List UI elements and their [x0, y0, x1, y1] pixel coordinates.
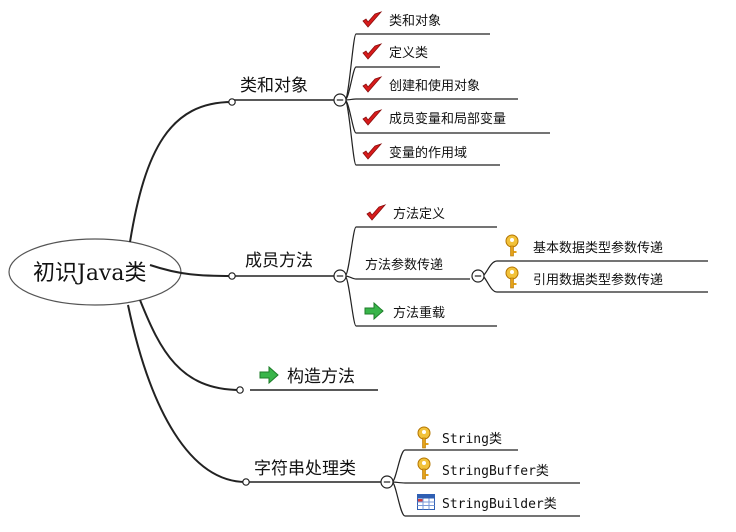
- root-topic-label[interactable]: 初识Java类: [33, 261, 147, 286]
- root-connector: [127, 304, 247, 483]
- leaf-label[interactable]: 引用数据类型参数传递: [533, 273, 664, 288]
- branch-label-constructor[interactable]: 构造方法: [287, 367, 355, 387]
- branch-label-string-classes[interactable]: 字符串处理类: [254, 459, 356, 479]
- root-connector: [139, 299, 241, 391]
- subtopic-connector: [344, 33, 357, 101]
- subtopic-label[interactable]: 方法参数传递: [365, 258, 444, 273]
- green-arrow-icon: [364, 302, 384, 320]
- subtopic-label[interactable]: 定义类: [389, 46, 429, 61]
- subtopic-label[interactable]: 成员变量和局部变量: [389, 112, 507, 127]
- checkmark-icon: [362, 11, 383, 28]
- key-icon: [505, 234, 519, 257]
- branch-label-class-and-object[interactable]: 类和对象: [240, 76, 308, 96]
- key-icon: [505, 266, 519, 289]
- leaf-connector: [391, 481, 406, 517]
- checkmark-icon: [366, 204, 387, 221]
- subtopic-label[interactable]: 创建和使用对象: [389, 79, 481, 94]
- checkmark-icon: [362, 43, 383, 60]
- subtopic-label[interactable]: 方法定义: [393, 207, 446, 222]
- root-connector: [129, 101, 233, 243]
- leaf-label[interactable]: StringBuilder类: [442, 497, 557, 512]
- key-icon: [417, 426, 431, 449]
- subtopic-connector: [344, 99, 357, 166]
- connector-dot: [228, 98, 236, 106]
- checkmark-icon: [362, 143, 383, 160]
- subtopic-label[interactable]: 类和对象: [389, 14, 442, 29]
- leaf-label[interactable]: String类: [442, 432, 502, 447]
- leaf-connector: [391, 481, 406, 484]
- checkmark-icon: [362, 76, 383, 93]
- checkmark-icon: [362, 109, 383, 126]
- subtopic-label[interactable]: 方法重载: [393, 306, 446, 321]
- green-arrow-icon: [259, 366, 279, 384]
- leaf-connector: [481, 260, 498, 277]
- connector-dot: [228, 272, 236, 280]
- subtopic-connector: [344, 275, 357, 327]
- table-icon: [417, 494, 435, 510]
- key-icon: [417, 457, 431, 480]
- connector-dot: [236, 386, 244, 394]
- root-connector: [149, 264, 233, 277]
- subtopic-connector: [344, 98, 357, 101]
- branch-label-member-methods[interactable]: 成员方法: [245, 251, 313, 271]
- connector-dot: [242, 478, 250, 486]
- leaf-label[interactable]: StringBuffer类: [442, 464, 549, 479]
- leaf-connector: [481, 275, 498, 293]
- leaf-label[interactable]: 基本数据类型参数传递: [533, 241, 664, 256]
- leaf-connector: [391, 449, 406, 483]
- subtopic-connector: [344, 226, 357, 277]
- subtopic-label[interactable]: 变量的作用域: [389, 146, 468, 161]
